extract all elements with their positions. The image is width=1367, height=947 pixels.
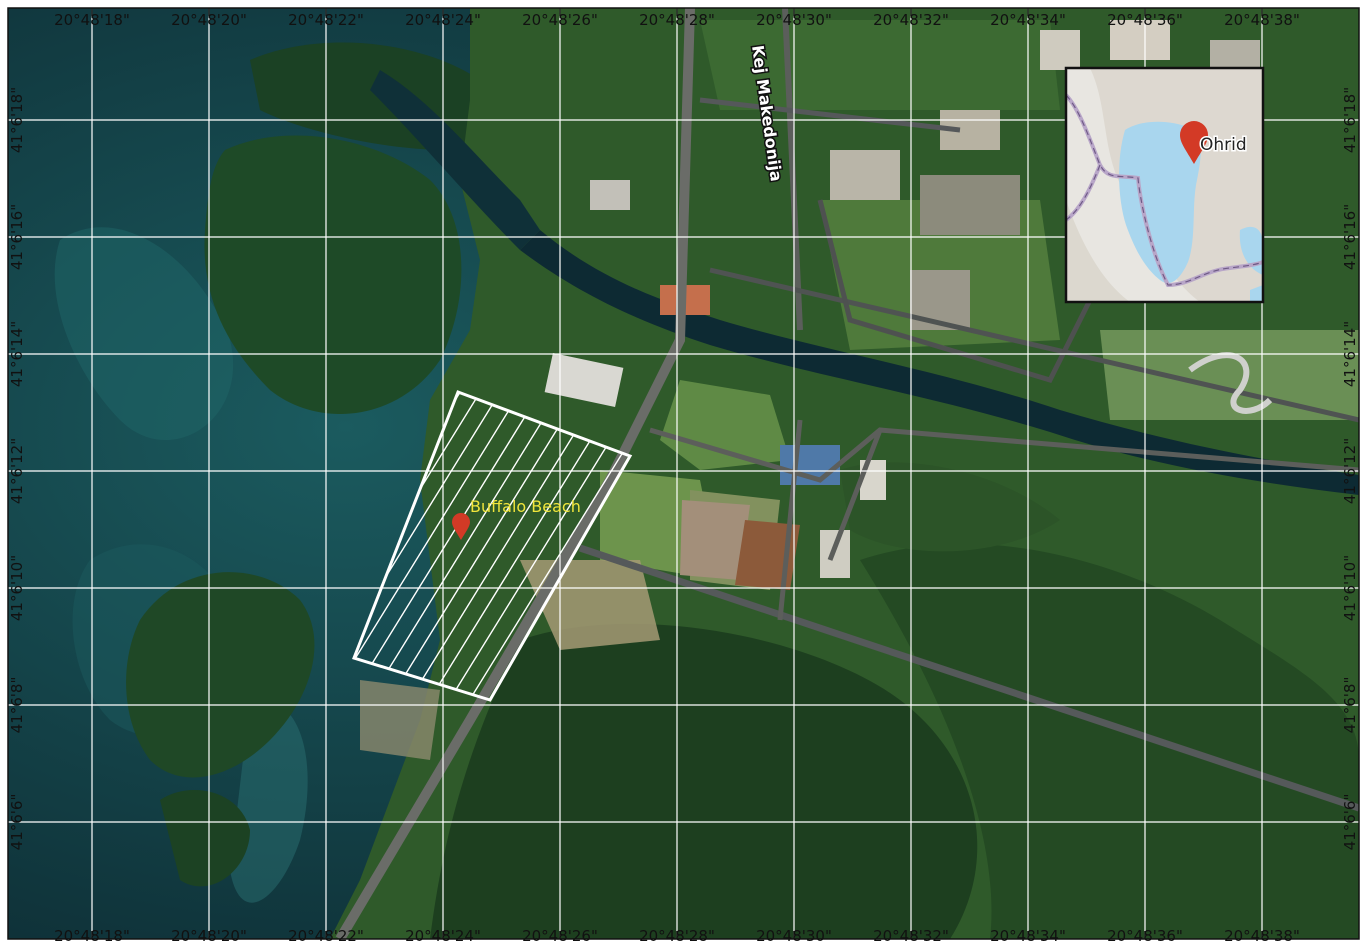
lat-label: 41°6'8" [1341,677,1359,734]
lon-label: 20°48'28" [639,11,715,29]
lon-label: 20°48'26" [522,11,598,29]
lon-label: 20°48'22" [288,927,364,945]
lon-label: 20°48'18" [54,11,130,29]
lon-label: 20°48'36" [1107,11,1183,29]
lat-label: 41°6'10" [8,555,26,621]
top-longitude-labels: 20°48'18" 20°48'20" 20°48'22" 20°48'24" … [54,11,1300,29]
lon-label: 20°48'24" [405,927,481,945]
lat-label: 41°6'16" [1341,204,1359,270]
lat-label: 41°6'8" [8,677,26,734]
frame-ticks [91,8,1263,939]
right-latitude-labels: 41°6'18" 41°6'16" 41°6'14" 41°6'12" 41°6… [1341,87,1359,850]
lon-label: 20°48'34" [990,927,1066,945]
lon-label: 20°48'34" [990,11,1066,29]
inset-city-label: Ohrid [1200,135,1247,155]
lat-label: 41°6'18" [8,87,26,153]
lon-label: 20°48'24" [405,11,481,29]
coordinate-grid [8,8,1359,939]
bottom-longitude-labels: 20°48'18" 20°48'20" 20°48'22" 20°48'24" … [54,927,1300,945]
lon-label: 20°48'20" [171,11,247,29]
site-label: Buffalo Beach [470,497,581,516]
lat-label: 41°6'14" [8,321,26,387]
inset-map: Ohrid [1064,66,1265,304]
inset-lake [1119,121,1201,284]
lon-label: 20°48'32" [873,11,949,29]
building [544,352,624,408]
road-main [335,8,695,939]
dense-forest [430,623,978,939]
reed-patch [204,135,462,415]
lat-label: 41°6'12" [1341,438,1359,504]
lon-label: 20°48'38" [1224,11,1300,29]
lat-label: 41°6'16" [8,204,26,270]
lat-label: 41°6'14" [1341,321,1359,387]
lat-label: 41°6'6" [8,794,26,851]
lon-label: 20°48'38" [1224,927,1300,945]
lat-label: 41°6'18" [1341,87,1359,153]
lon-label: 20°48'26" [522,927,598,945]
lon-label: 20°48'30" [756,927,832,945]
lon-label: 20°48'18" [54,927,130,945]
lat-label: 41°6'12" [8,438,26,504]
inset-location-pin-icon [1180,121,1208,164]
canal [520,230,1359,495]
lon-label: 20°48'36" [1107,927,1183,945]
lon-label: 20°48'32" [873,927,949,945]
lon-label: 20°48'28" [639,927,715,945]
lat-label: 41°6'10" [1341,555,1359,621]
left-latitude-labels: 41°6'18" 41°6'16" 41°6'14" 41°6'12" 41°6… [8,87,26,850]
lat-label: 41°6'6" [1341,794,1359,851]
map-pin-icon[interactable] [452,513,470,540]
lon-label: 20°48'20" [171,927,247,945]
lon-label: 20°48'30" [756,11,832,29]
map-frame [7,7,1360,940]
lon-label: 20°48'22" [288,11,364,29]
road-south [578,544,1359,812]
